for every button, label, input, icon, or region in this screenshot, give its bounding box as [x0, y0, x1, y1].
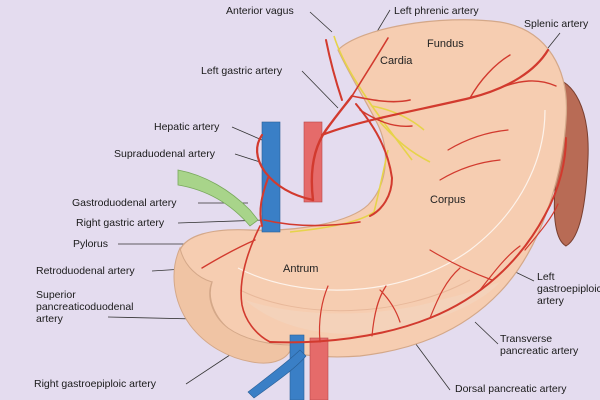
label-supraduodenal-artery: Supraduodenal artery — [114, 148, 215, 160]
label-anterior-vagus: Anterior vagus — [226, 5, 294, 17]
vagus-nerves — [289, 35, 431, 233]
gastroduodenal-artery — [259, 177, 269, 227]
stomach-fold-lower — [239, 279, 471, 312]
leader-left-gastric — [301, 70, 339, 109]
pancreas-hint — [245, 282, 500, 334]
label-hepatic-artery: Hepatic artery — [154, 121, 220, 133]
label-left-gastric-artery: Left gastric artery — [201, 65, 283, 77]
corpus-branch-1 — [439, 159, 501, 181]
region-corpus: Corpus — [430, 194, 466, 206]
epiploic-branch-1 — [318, 285, 329, 343]
splenic-artery — [320, 48, 550, 137]
label-left-phrenic-artery: Left phrenic artery — [394, 5, 479, 17]
label-pylorus: Pylorus — [73, 238, 109, 250]
label-transverse-pancreatic-artery: Transverse pancreatic artery — [500, 333, 579, 357]
epiploic-branch-4 — [479, 245, 521, 291]
epiploic-branch-3 — [429, 267, 461, 319]
aorta-lower — [309, 337, 329, 400]
region-fundus: Fundus — [427, 38, 464, 50]
left-gastric-trunk — [310, 94, 354, 202]
bile-duct — [177, 169, 259, 227]
region-cardia: Cardia — [380, 55, 413, 67]
left-gastric-branch-a — [359, 109, 413, 127]
portal-vein-upper — [261, 121, 281, 233]
phrenic-branch — [325, 39, 343, 101]
hepatic-artery — [256, 133, 315, 202]
arteries — [201, 37, 567, 344]
epiploic-branch-2 — [371, 285, 387, 337]
label-gastroduodenal-artery: Gastroduodenal artery — [72, 197, 177, 209]
leader-hepatic — [231, 126, 263, 141]
vagus-branch-lesser — [289, 149, 389, 233]
short-gastric-1 — [469, 54, 511, 99]
epiploic-branch-5 — [524, 203, 559, 251]
label-superior-pancreaticoduodenal-artery: Superior pancreaticoduodenal artery — [36, 289, 134, 325]
lesser-curve-artery — [355, 103, 394, 217]
label-splenic-artery: Splenic artery — [524, 18, 589, 30]
veins — [247, 121, 307, 400]
label-right-gastroepiploic-artery: Right gastroepiploic artery — [34, 378, 156, 390]
leader-anterior-vagus — [309, 11, 333, 33]
gastroepiploic-arcade — [269, 137, 567, 344]
label-dorsal-pancreatic-artery: Dorsal pancreatic artery — [455, 383, 567, 395]
vagus-branch-2 — [379, 121, 431, 163]
retroduodenal-artery — [201, 239, 256, 269]
leader-supraduodenal — [234, 153, 261, 163]
left-gastric-cardia — [351, 95, 411, 103]
splenic-vein-segment — [247, 349, 307, 399]
region-antrum: Antrum — [283, 263, 319, 275]
right-gastric-artery — [263, 219, 361, 227]
leader-splenic — [547, 32, 561, 49]
label-retroduodenal-artery: Retroduodenal artery — [36, 265, 135, 277]
label-right-gastric-artery: Right gastric artery — [76, 217, 165, 229]
vagus-branch-1 — [371, 105, 425, 131]
short-gastric-2 — [499, 80, 557, 89]
stomach-fold — [237, 109, 546, 291]
transverse-pancreatic-artery — [429, 249, 493, 281]
dorsal-pancreatic-artery — [379, 289, 401, 323]
leader-transverse-pancreatic — [474, 321, 499, 345]
corpus-branch-2 — [447, 129, 509, 151]
sup-pancreaticoduodenal-artery — [240, 225, 271, 343]
label-left-gastroepiploic-artery: Left gastroepiploic artery — [537, 271, 600, 307]
left-gastric-oesophageal — [351, 37, 389, 97]
